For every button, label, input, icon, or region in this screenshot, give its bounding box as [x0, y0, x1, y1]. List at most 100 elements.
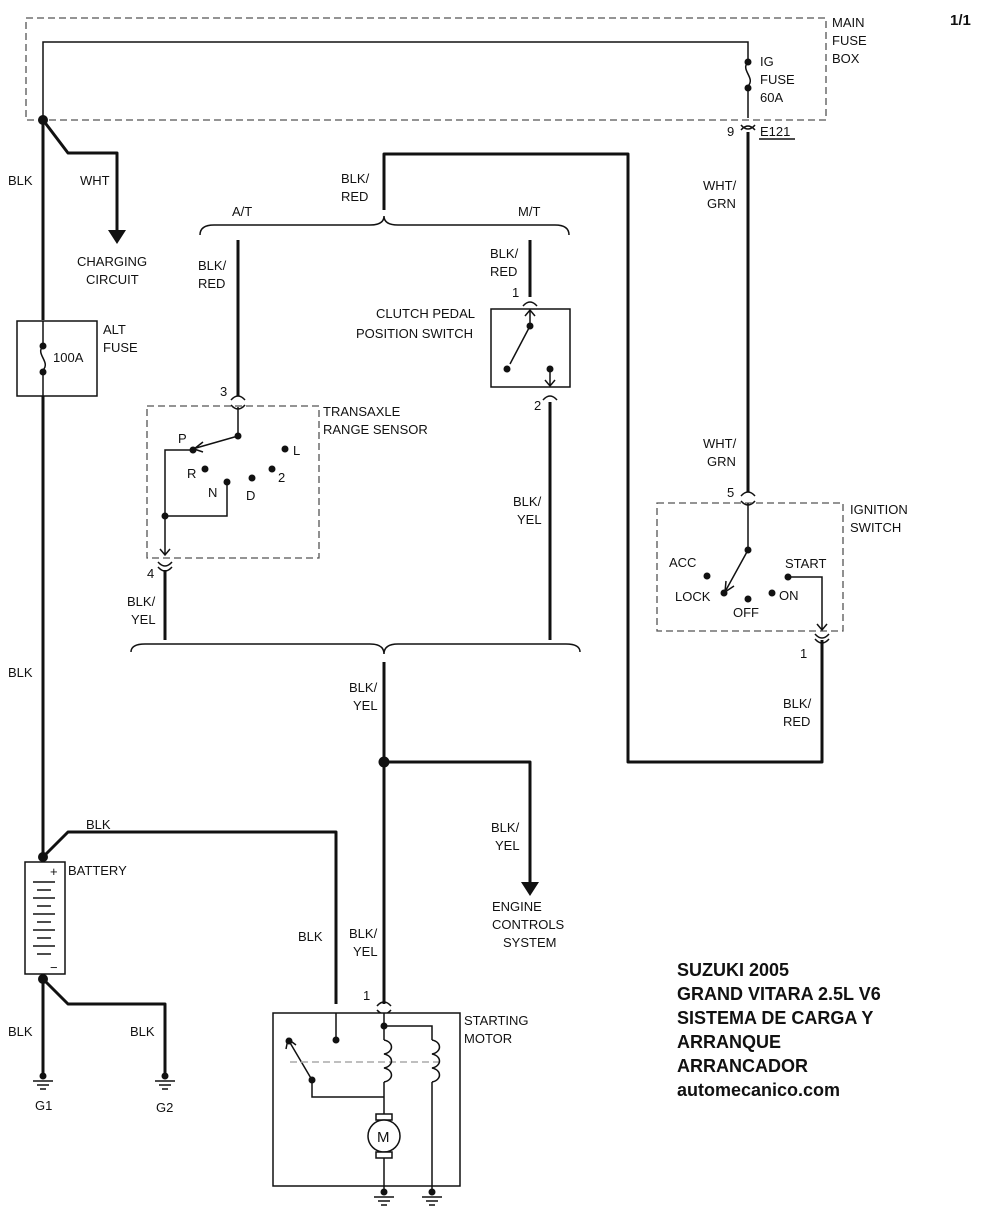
ignition-switch-label-2: SWITCH [850, 520, 901, 535]
arrow-charging-icon [108, 230, 126, 244]
wire-blk-yel-engine-controls [384, 760, 532, 884]
alt-fuse: 100A ALT FUSE [16, 320, 138, 397]
range-pos-n: N [208, 485, 217, 500]
wire-label-blk-yel-2: YEL [353, 698, 378, 713]
starter-ground-2-icon [422, 1188, 442, 1206]
charging-circuit-label-2: CIRCUIT [86, 272, 139, 287]
main-fuse-box: MAIN FUSE BOX [25, 15, 867, 121]
wire-label-blk-yel-ecm-1: BLK/ [491, 820, 520, 835]
clutch-switch-pin-out: 2 [534, 398, 541, 413]
wire-label-blk-yel-mt-1: BLK/ [513, 494, 542, 509]
range-sensor-pin-out: 4 [147, 566, 154, 581]
ignition-switch-label-1: IGNITION [850, 502, 908, 517]
range-sensor-label-2: RANGE SENSOR [323, 422, 428, 437]
starting-motor-label-2: MOTOR [464, 1031, 512, 1046]
ign-pos-acc: ACC [669, 555, 696, 570]
transaxle-range-sensor: 3 TRANSAXLE RANGE SENSOR P R N D 2 L 4 [146, 384, 428, 581]
ig-fuse: IG FUSE 60A [744, 54, 795, 118]
wire-blk-red-start [382, 152, 824, 764]
wire-label-blk-3: BLK [86, 817, 111, 832]
at-mt-brace [199, 215, 570, 236]
at-mt-join-brace [130, 643, 581, 655]
ig-fuse-rating: 60A [760, 90, 783, 105]
wire-label-blk-red-top-1: BLK/ [341, 171, 370, 186]
arrow-engine-controls-icon [521, 882, 539, 896]
alt-fuse-label-2: FUSE [103, 340, 138, 355]
wire-label-blk-red-at-2: RED [198, 276, 225, 291]
range-pos-2: 2 [278, 470, 285, 485]
title-line-1: SUZUKI 2005 [677, 960, 789, 980]
battery-plus: + [50, 864, 58, 879]
wire-label-blk-yel-at-2: YEL [131, 612, 156, 627]
battery: + − BATTERY [24, 852, 127, 984]
clutch-switch-label-2: POSITION SWITCH [356, 326, 473, 341]
ig-fuse-label-2: FUSE [760, 72, 795, 87]
engine-controls-label-2: CONTROLS [492, 917, 565, 932]
title-line-3: SISTEMA DE CARGA Y [677, 1008, 873, 1028]
title-block: SUZUKI 2005 GRAND VITARA 2.5L V6 SISTEMA… [677, 960, 881, 1100]
ig-fuse-label-1: IG [760, 54, 774, 69]
wire-label-blk-yel-mt-2: YEL [517, 512, 542, 527]
wire-label-wht-grn-1: WHT/ [703, 178, 737, 193]
main-fuse-box-label-2: FUSE [832, 33, 867, 48]
range-sensor-pin-in: 3 [220, 384, 227, 399]
alt-fuse-label-1: ALT [103, 322, 126, 337]
page-number: 1/1 [950, 12, 971, 29]
battery-label: BATTERY [68, 863, 127, 878]
connector-e121-pin: 9 [727, 124, 734, 139]
fuse-box-bus [42, 41, 749, 120]
ign-pos-lock: LOCK [675, 589, 711, 604]
ign-pos-off: OFF [733, 605, 759, 620]
range-sensor-label-1: TRANSAXLE [323, 404, 401, 419]
range-pos-r: R [187, 466, 196, 481]
ign-pos-start: START [785, 556, 826, 571]
engine-controls-label-3: SYSTEM [503, 935, 556, 950]
connector-e121: 9 E121 [727, 124, 795, 140]
charging-circuit-label-1: CHARGING [77, 254, 147, 269]
wire-label-blk-yel-3: BLK/ [349, 926, 378, 941]
wire-label-wht-grn-2: GRN [707, 196, 736, 211]
starter-ground-1-icon [374, 1188, 394, 1206]
connector-e121-label: E121 [760, 124, 790, 139]
label-mt: M/T [518, 204, 540, 219]
clutch-switch-pin-in: 1 [512, 285, 519, 300]
alt-fuse-rating: 100A [53, 350, 84, 365]
wire-label-blk-4: BLK [298, 929, 323, 944]
starting-motor-label-1: STARTING [464, 1013, 529, 1028]
title-line-4: ARRANQUE [677, 1032, 781, 1052]
wire-label-wht: WHT [80, 173, 110, 188]
ground-g1-icon [33, 1072, 53, 1090]
wire-label-blk-red-at-1: BLK/ [198, 258, 227, 273]
starting-motor: 1 STARTING MOTOR M [272, 988, 529, 1192]
wire-label-blk-red-mt-2: RED [490, 264, 517, 279]
ground-g1-label: G1 [35, 1098, 52, 1113]
wire-label-wht-grn-3: WHT/ [703, 436, 737, 451]
wire-label-blk-2: BLK [8, 665, 33, 680]
range-pos-d: D [246, 488, 255, 503]
wire-label-blk-yel-ecm-2: YEL [495, 838, 520, 853]
title-line-2: GRAND VITARA 2.5L V6 [677, 984, 881, 1004]
label-at: A/T [232, 204, 252, 219]
wire-label-blk-1: BLK [8, 173, 33, 188]
wire-blk-g2 [41, 977, 167, 1073]
main-fuse-box-label-1: MAIN [832, 15, 865, 30]
ign-pos-on: ON [779, 588, 799, 603]
wire-label-blk-red-ign-2: RED [783, 714, 810, 729]
wire-label-blk-red-ign-1: BLK/ [783, 696, 812, 711]
wire-label-blk-yel-at-1: BLK/ [127, 594, 156, 609]
wire-label-blk-yel-4: YEL [353, 944, 378, 959]
clutch-pedal-position-switch: CLUTCH PEDAL POSITION SWITCH 1 2 [356, 285, 571, 413]
wire-label-blk-yel-1: BLK/ [349, 680, 378, 695]
wire-blk-battery-starter [41, 830, 338, 1004]
wire-label-blk-red-mt-1: BLK/ [490, 246, 519, 261]
title-line-6: automecanico.com [677, 1080, 840, 1100]
ground-g2-label: G2 [156, 1100, 173, 1115]
wire-label-blk-red-top-2: RED [341, 189, 368, 204]
starting-motor-pin: 1 [363, 988, 370, 1003]
title-line-5: ARRANCADOR [677, 1056, 808, 1076]
range-pos-l: L [293, 443, 300, 458]
ground-g2-icon [155, 1072, 175, 1090]
range-pos-p: P [178, 431, 187, 446]
engine-controls-label-1: ENGINE [492, 899, 542, 914]
